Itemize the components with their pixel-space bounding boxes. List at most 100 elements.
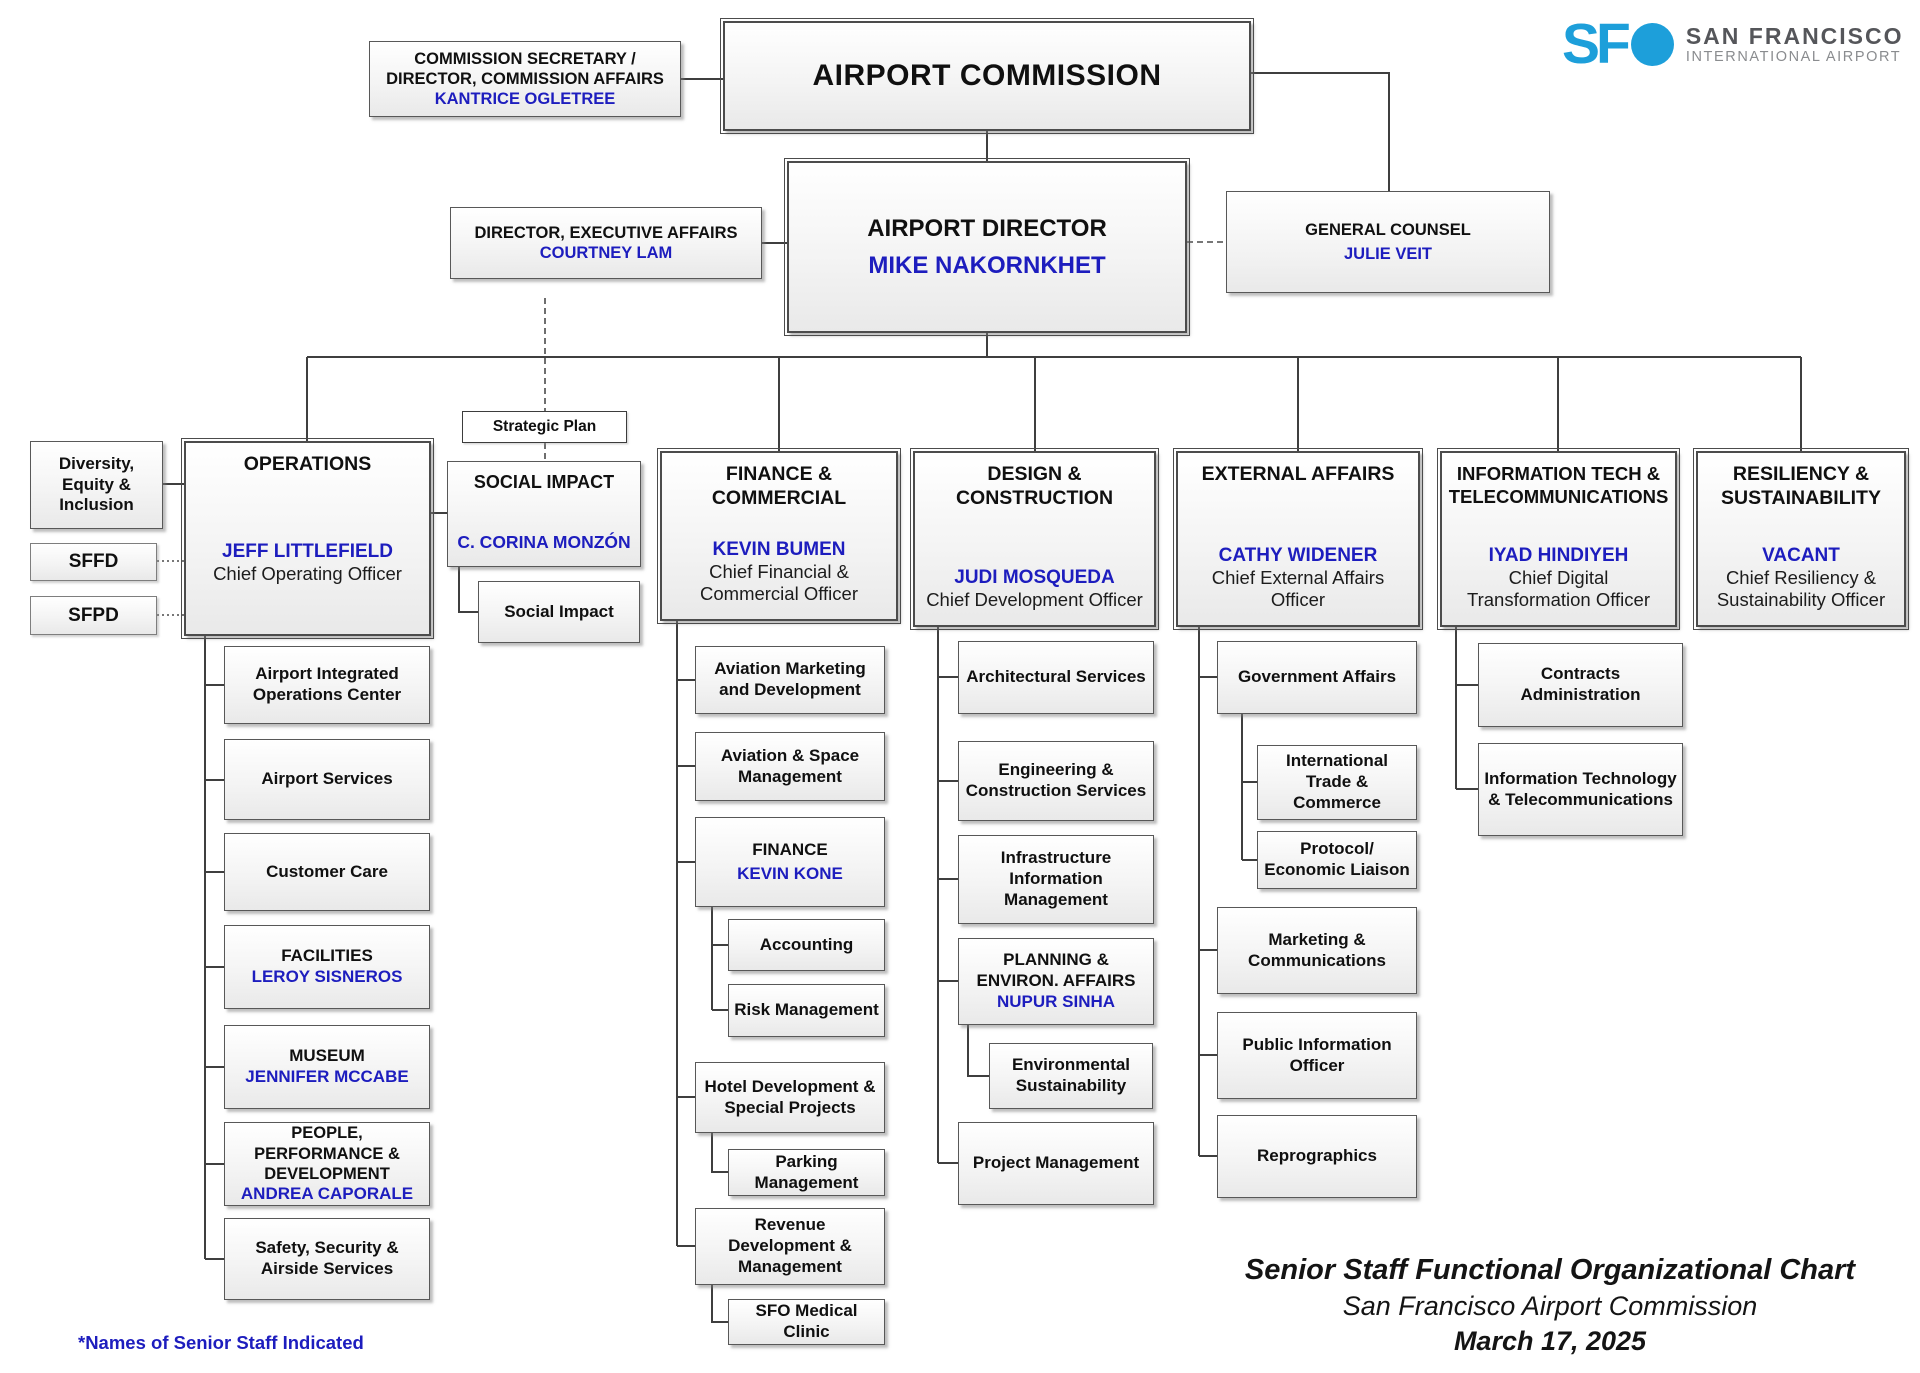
box-name: CATHY WIDENER bbox=[1218, 544, 1378, 566]
connector-dashed bbox=[544, 241, 1226, 461]
unit-risk-management: Risk Management bbox=[728, 984, 885, 1037]
box-name: JEFF LITTLEFIELD bbox=[222, 541, 393, 563]
chart-caption: Senior Staff Functional Organizational C… bbox=[1180, 1252, 1920, 1358]
caption-subtitle: San Francisco Airport Commission bbox=[1342, 1291, 1758, 1322]
unit-title: Customer Care bbox=[266, 861, 388, 881]
unit-safety-security-airside: Safety, Security & Airside Services bbox=[224, 1218, 430, 1300]
unit-airport-integrated-operations-center: Airport Integrated Operations Center bbox=[224, 646, 430, 724]
box-title: SFFD bbox=[68, 551, 119, 573]
box-resiliency-sustainability: RESILIENCY & SUSTAINABILITY VACANT Chief… bbox=[1693, 448, 1909, 630]
box-title: COMMISSION SECRETARY / DIRECTOR, COMMISS… bbox=[386, 49, 664, 88]
unit-title: Revenue Development & Management bbox=[728, 1215, 852, 1276]
box-role: Chief Development Officer bbox=[926, 589, 1143, 611]
box-title: DIRECTOR, EXECUTIVE AFFAIRS bbox=[474, 223, 738, 242]
unit-hotel-development-special-projects: Hotel Development & Special Projects bbox=[695, 1062, 885, 1133]
unit-title: PEOPLE, PERFORMANCE & DEVELOPMENT bbox=[254, 1124, 400, 1183]
connector-spines bbox=[204, 621, 1478, 1323]
box-role: Chief Operating Officer bbox=[213, 563, 402, 585]
unit-title: Airport Services bbox=[261, 769, 393, 789]
box-name: JULIE VEIT bbox=[1343, 245, 1433, 263]
sfo-logo-letters: SF bbox=[1562, 12, 1631, 76]
unit-protocol-economic-liaison: Protocol/ Economic Liaison bbox=[1257, 831, 1417, 889]
unit-information-technology-telecommunications: Information Technology & Telecommunicati… bbox=[1478, 743, 1683, 836]
box-name: IYAD HINDIYEH bbox=[1488, 544, 1629, 566]
box-title: SOCIAL IMPACT bbox=[473, 472, 615, 492]
unit-infrastructure-information-management: Infrastructure Information Management bbox=[958, 835, 1154, 924]
unit-title: Government Affairs bbox=[1237, 667, 1397, 687]
unit-title: Airport Integrated Operations Center bbox=[252, 664, 402, 704]
box-role: Chief Digital Transformation Officer bbox=[1466, 566, 1650, 611]
unit-engineering-construction-services: Engineering & Construction Services bbox=[958, 741, 1154, 821]
unit-title: Parking Management bbox=[754, 1151, 859, 1192]
unit-title: Aviation Marketing and Development bbox=[714, 659, 866, 699]
box-title: DESIGN & CONSTRUCTION bbox=[955, 463, 1114, 509]
sfo-logo-circle-icon bbox=[1630, 23, 1674, 66]
box-name: COURTNEY LAM bbox=[539, 244, 673, 262]
box-operations: OPERATIONS JEFF LITTLEFIELD Chief Operat… bbox=[181, 438, 434, 639]
unit-title: Marketing & Communications bbox=[1248, 929, 1386, 970]
box-strategic-plan: Strategic Plan bbox=[462, 411, 627, 443]
unit-marketing-communications: Marketing & Communications bbox=[1217, 907, 1417, 994]
unit-title: PLANNING & ENVIRON. AFFAIRS bbox=[976, 950, 1136, 991]
box-title: AIRPORT COMMISSION bbox=[812, 58, 1162, 92]
box-title: Social Impact bbox=[504, 601, 614, 621]
box-role: Chief Resiliency & Sustainability Office… bbox=[1716, 566, 1886, 611]
unit-title: Hotel Development & Special Projects bbox=[704, 1076, 876, 1117]
box-title: SFPD bbox=[68, 604, 119, 626]
unit-accounting: Accounting bbox=[728, 919, 885, 971]
unit-title: Safety, Security & Airside Services bbox=[255, 1238, 399, 1278]
box-title: Strategic Plan bbox=[492, 417, 597, 435]
unit-title: Engineering & Construction Services bbox=[965, 760, 1147, 800]
unit-title: Architectural Services bbox=[966, 667, 1146, 687]
unit-aviation-space-management: Aviation & Space Management bbox=[695, 732, 885, 801]
unit-title: Infrastructure Information Management bbox=[1000, 848, 1112, 909]
box-name: KANTRICE OGLETREE bbox=[434, 90, 616, 109]
box-design-construction: DESIGN & CONSTRUCTION JUDI MOSQUEDA Chie… bbox=[910, 448, 1159, 630]
unit-reprographics: Reprographics bbox=[1217, 1115, 1417, 1198]
unit-government-affairs: Government Affairs bbox=[1217, 641, 1417, 714]
unit-title: Environmental Sustainability bbox=[1011, 1055, 1131, 1095]
unit-title: FINANCE bbox=[752, 839, 828, 859]
unit-title: Information Technology & Telecommunicati… bbox=[1484, 768, 1677, 809]
unit-name: KEVIN KONE bbox=[737, 863, 843, 883]
box-sffd: SFFD bbox=[30, 543, 157, 581]
unit-contracts-administration: Contracts Administration bbox=[1478, 643, 1683, 727]
airport-subtitle: INTERNATIONAL AIRPORT bbox=[1685, 49, 1902, 66]
unit-aviation-marketing-development: Aviation Marketing and Development bbox=[695, 646, 885, 714]
unit-planning-environ-affairs: PLANNING & ENVIRON. AFFAIRS NUPUR SINHA bbox=[958, 938, 1154, 1025]
box-name: C. CORINA MONZÓN bbox=[457, 531, 631, 552]
box-sfpd: SFPD bbox=[30, 596, 157, 635]
unit-title: Aviation & Space Management bbox=[720, 745, 860, 786]
unit-international-trade-commerce: International Trade & Commerce bbox=[1257, 745, 1417, 820]
unit-title: Contracts Administration bbox=[1520, 664, 1641, 704]
box-title: EXTERNAL AFFAIRS bbox=[1201, 463, 1395, 485]
caption-title: Senior Staff Functional Organizational C… bbox=[1244, 1254, 1856, 1286]
box-title: GENERAL COUNSEL bbox=[1305, 220, 1471, 239]
box-title: OPERATIONS bbox=[243, 453, 372, 475]
caption-date: March 17, 2025 bbox=[1453, 1325, 1647, 1356]
box-general-counsel: GENERAL COUNSEL JULIE VEIT bbox=[1226, 191, 1550, 293]
box-external-affairs: EXTERNAL AFFAIRS CATHY WIDENER Chief Ext… bbox=[1173, 448, 1423, 630]
box-airport-director: AIRPORT DIRECTOR MIKE NAKORNKHET bbox=[784, 158, 1190, 336]
sfo-logo: SF SAN FRANCISCO INTERNATIONAL AIRPORT bbox=[1562, 16, 1904, 73]
unit-sfo-medical-clinic: SFO Medical Clinic bbox=[728, 1299, 885, 1345]
box-title: RESILIENCY & SUSTAINABILITY bbox=[1721, 463, 1881, 509]
unit-title: Accounting bbox=[759, 934, 854, 954]
unit-airport-services: Airport Services bbox=[224, 739, 430, 820]
box-diversity-equity-inclusion: Diversity, Equity & Inclusion bbox=[30, 441, 163, 529]
connector-main-solid bbox=[163, 72, 1802, 613]
unit-project-management: Project Management bbox=[958, 1122, 1154, 1205]
box-title: AIRPORT DIRECTOR bbox=[867, 214, 1107, 242]
box-airport-commission: AIRPORT COMMISSION bbox=[720, 18, 1254, 134]
airport-name: SAN FRANCISCO bbox=[1685, 22, 1904, 49]
unit-name: ANDREA CAPORALE bbox=[240, 1183, 414, 1203]
unit-museum: MUSEUM JENNIFER MCCABE bbox=[224, 1025, 430, 1109]
unit-architectural-services: Architectural Services bbox=[958, 641, 1154, 714]
sfo-logo-wordmark: SAN FRANCISCO INTERNATIONAL AIRPORT bbox=[1686, 23, 1904, 66]
unit-customer-care: Customer Care bbox=[224, 833, 430, 911]
unit-title: Protocol/ Economic Liaison bbox=[1264, 839, 1410, 879]
box-title: INFORMATION TECH & TELECOMMUNICATIONS bbox=[1448, 463, 1669, 507]
unit-public-information-officer: Public Information Officer bbox=[1217, 1012, 1417, 1099]
unit-title: FACILITIES bbox=[281, 946, 373, 966]
